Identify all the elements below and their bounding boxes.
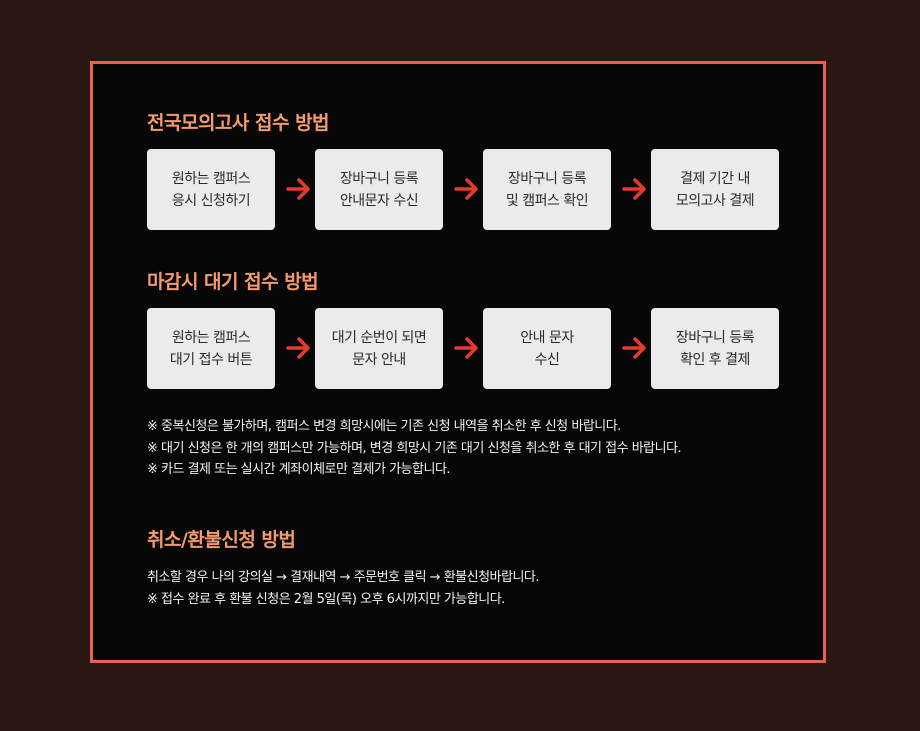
waitlist-step-1: 원하는 캠퍼스 대기 접수 버튼	[147, 308, 275, 389]
note-line: ※ 중복신청은 불가하며, 캠퍼스 변경 희망시에는 기존 신청 내역을 취소한…	[147, 419, 621, 434]
registration-step-1: 원하는 캠퍼스 응시 신청하기	[147, 149, 275, 230]
note-line: ※ 대기 신청은 한 개의 캠퍼스만 가능하며, 변경 희망시 기존 대기 신청…	[147, 440, 682, 456]
waitlist-step-3: 안내 문자 수신	[483, 308, 611, 389]
note-line: ※ 카드 결제 또는 실시간 계좌이체로만 결제가 가능합니다.	[147, 462, 451, 477]
arrow-right-icon	[622, 178, 646, 200]
registration-step-3: 장바구니 등록 및 캠퍼스 확인	[483, 149, 611, 230]
arrow-right-icon	[454, 337, 478, 359]
step-label: 안내 문자 수신	[520, 329, 574, 368]
refund-notes: 취소할 경우 나의 강의실 → 결재내역 → 주문번호 클릭 → 환불신청바랍니…	[147, 567, 540, 610]
waitlist-step-4: 장바구니 등록 확인 후 결제	[651, 308, 779, 389]
waitlist-flow: 원하는 캠퍼스 대기 접수 버튼 대기 순번이 되면 문자 안내 안내 문자 수…	[147, 308, 783, 390]
step-label: 장바구니 등록 확인 후 결제	[675, 329, 755, 368]
registration-flow: 원하는 캠퍼스 응시 신청하기 장바구니 등록 안내문자 수신 장바구니 등록 …	[147, 149, 783, 231]
step-label: 대기 순번이 되면 문자 안내	[331, 329, 427, 368]
step-label: 결제 기간 내 모의고사 결제	[675, 170, 755, 209]
registration-step-2: 장바구니 등록 안내문자 수신	[315, 149, 443, 230]
step-label: 원하는 캠퍼스 대기 접수 버튼	[169, 329, 253, 368]
note-line: ※ 접수 완료 후 환불 신청은 2월 5일(목) 오후 6시까지만 가능합니다…	[147, 591, 505, 607]
arrow-right-icon	[622, 337, 646, 359]
arrow-right-icon	[454, 178, 478, 200]
arrow-right-icon	[286, 178, 310, 200]
waitlist-notes: ※ 중복신청은 불가하며, 캠퍼스 변경 희망시에는 기존 신청 내역을 취소한…	[147, 416, 682, 481]
section-title-registration: 전국모의고사 접수 방법	[147, 112, 330, 134]
section-title-refund: 취소/환불신청 방법	[147, 529, 296, 551]
note-line: 취소할 경우 나의 강의실 → 결재내역 → 주문번호 클릭 → 환불신청바랍니…	[147, 570, 540, 585]
arrow-right-icon	[286, 337, 310, 359]
step-label: 장바구니 등록 안내문자 수신	[339, 170, 419, 209]
info-panel: 전국모의고사 접수 방법 원하는 캠퍼스 응시 신청하기 장바구니 등록 안내문…	[90, 61, 826, 663]
registration-step-4: 결제 기간 내 모의고사 결제	[651, 149, 779, 230]
waitlist-step-2: 대기 순번이 되면 문자 안내	[315, 308, 443, 389]
step-label: 원하는 캠퍼스 응시 신청하기	[171, 170, 251, 209]
section-title-waitlist: 마감시 대기 접수 방법	[147, 271, 319, 293]
step-label: 장바구니 등록 및 캠퍼스 확인	[505, 170, 589, 209]
